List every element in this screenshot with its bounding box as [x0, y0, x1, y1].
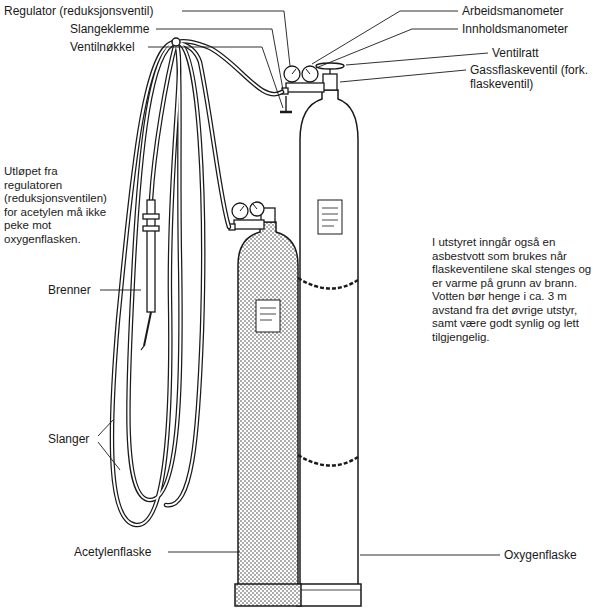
warning-note: Utløpet fra regulatoren (reduksjonsventi… [4, 165, 118, 246]
part-label: Innholdsmanometer [462, 22, 568, 36]
part-label: Ventilnøkkel [70, 40, 135, 54]
part-label: Brenner [48, 283, 91, 297]
part-label: Regulator (reduksjonsventil) [4, 4, 153, 18]
cylinder-chain [298, 278, 358, 466]
acetylene-regulator [229, 202, 275, 230]
part-label: Arbeidsmanometer [462, 4, 563, 18]
oxygen-cylinder [297, 90, 361, 606]
torch [141, 200, 159, 350]
part-label: Gassflaskeventil (fork. flaskeventil) [470, 63, 592, 91]
part-label: Oxygenflaske [504, 548, 577, 562]
part-label: Slangeklemme [70, 22, 149, 36]
part-label: Slanger [48, 432, 89, 446]
acetylene-cylinder [235, 222, 301, 606]
oxygen-regulator [282, 63, 344, 94]
hoses [112, 38, 282, 525]
part-label: Ventilratt [492, 46, 539, 60]
equipment-note: I utstyret inngår også en asbestvott som… [432, 236, 602, 344]
part-label: Acetylenflaske [74, 545, 151, 559]
